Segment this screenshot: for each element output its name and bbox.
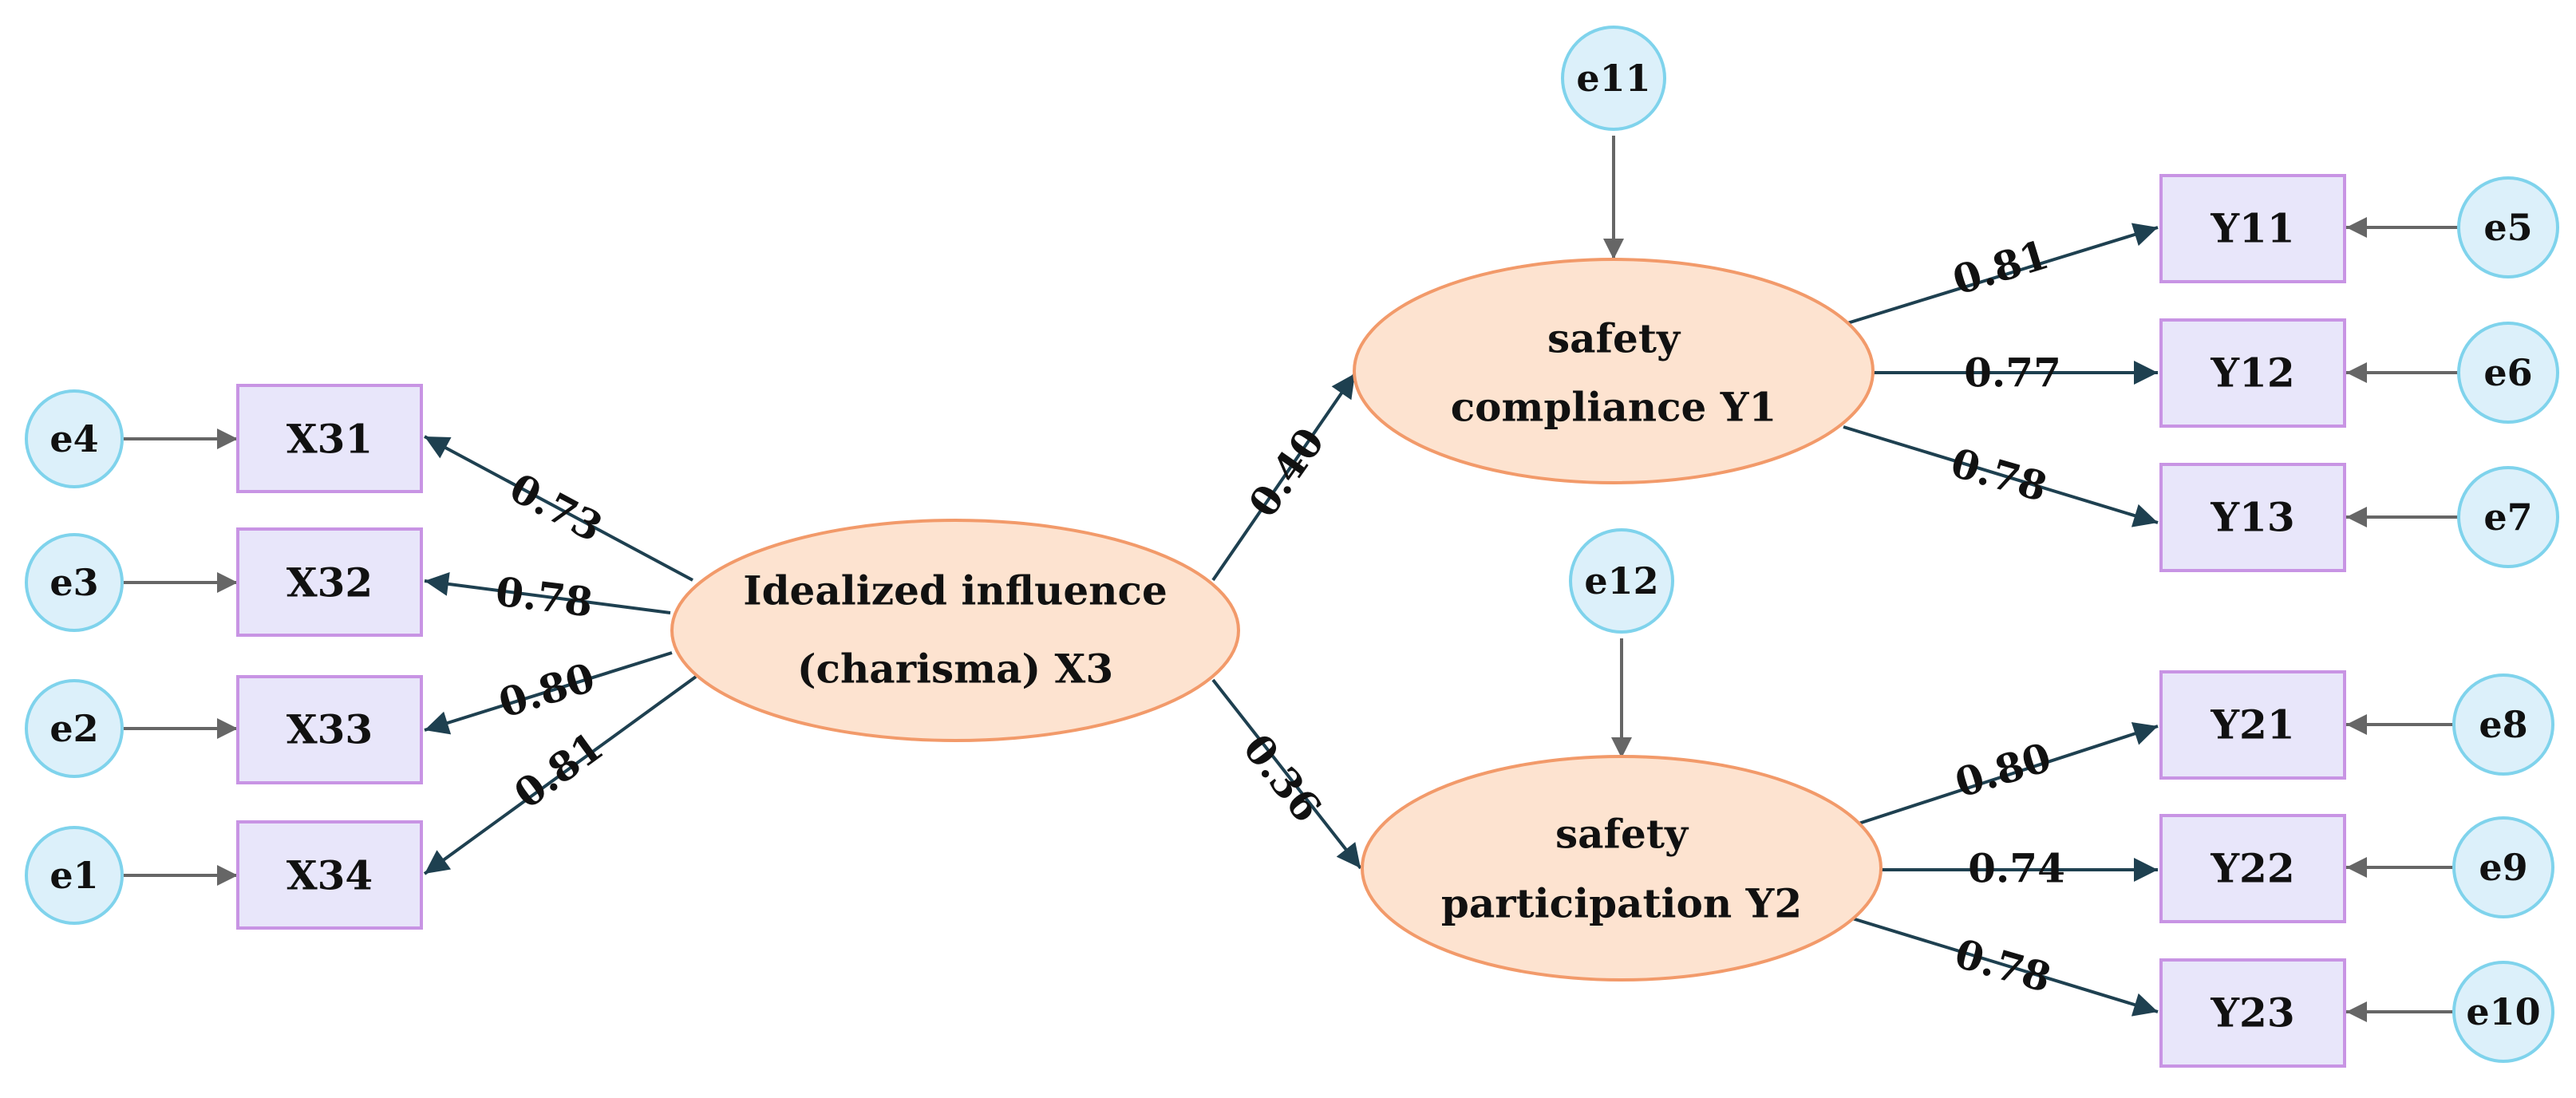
error-label-e11: e11 bbox=[1576, 57, 1650, 100]
indicator-box-y13: Y13 bbox=[2159, 463, 2346, 572]
error-node-e5: e5 bbox=[2457, 176, 2559, 278]
latent-label-y2-line2: participation Y2 bbox=[1441, 880, 1802, 927]
indicator-label-x31: X31 bbox=[286, 416, 373, 463]
coefficient-y2-y21: 0.80 bbox=[1950, 733, 2056, 807]
arrow-x3-x33 bbox=[424, 651, 673, 735]
indicator-label-y13: Y13 bbox=[2210, 494, 2294, 541]
indicator-box-y21: Y21 bbox=[2159, 670, 2346, 780]
indicator-box-y23: Y23 bbox=[2159, 958, 2346, 1068]
coefficient-x3-x33: 0.80 bbox=[493, 654, 600, 727]
error-node-e7: e7 bbox=[2457, 466, 2559, 568]
arrow-x3-y1 bbox=[1211, 372, 1357, 582]
latent-node-x3: Idealized influence (charisma) X3 bbox=[670, 519, 1240, 742]
error-node-e2: e2 bbox=[25, 679, 124, 778]
indicator-label-y23: Y23 bbox=[2210, 989, 2294, 1037]
indicator-label-x34: X34 bbox=[286, 852, 373, 899]
error-node-e1: e1 bbox=[25, 826, 124, 925]
coefficient-x3-y2: 0.36 bbox=[1234, 725, 1330, 831]
indicator-box-y12: Y12 bbox=[2159, 318, 2346, 428]
arrow-x3-x32 bbox=[424, 571, 671, 614]
arrow-y2-y23 bbox=[1849, 916, 2159, 1017]
coefficient-y1-y12: 0.77 bbox=[1964, 350, 2061, 397]
indicator-label-x32: X32 bbox=[286, 559, 373, 606]
error-label-e9: e9 bbox=[2479, 846, 2527, 889]
error-node-e9: e9 bbox=[2452, 816, 2554, 918]
indicator-label-y12: Y12 bbox=[2210, 350, 2294, 397]
indicator-box-y22: Y22 bbox=[2159, 814, 2346, 923]
error-node-e10: e10 bbox=[2452, 961, 2554, 1063]
error-node-e3: e3 bbox=[25, 533, 124, 632]
error-node-e12: e12 bbox=[1569, 528, 1674, 634]
arrow-x3-y2 bbox=[1211, 678, 1362, 870]
error-label-e7: e7 bbox=[2483, 496, 2532, 539]
error-label-e4: e4 bbox=[49, 417, 98, 460]
coefficient-y2-y23: 0.78 bbox=[1950, 930, 2056, 1001]
indicator-label-y22: Y22 bbox=[2210, 845, 2294, 892]
coefficient-x3-x31: 0.73 bbox=[502, 464, 610, 551]
latent-label-x3-line1: Idealized influence bbox=[743, 567, 1167, 614]
error-label-e2: e2 bbox=[49, 707, 98, 750]
error-label-e6: e6 bbox=[2483, 351, 2532, 394]
coefficient-y2-y22: 0.74 bbox=[1968, 845, 2065, 892]
arrow-y2-y21 bbox=[1851, 722, 2159, 827]
coefficient-y1-y11: 0.81 bbox=[1947, 231, 2054, 304]
error-node-e6: e6 bbox=[2457, 322, 2559, 424]
indicator-box-x31: X31 bbox=[236, 384, 423, 493]
latent-label-y2-line1: safety bbox=[1555, 811, 1689, 858]
error-label-e12: e12 bbox=[1584, 559, 1658, 602]
arrow-y1-y11 bbox=[1847, 223, 2159, 325]
coefficient-x3-x32: 0.78 bbox=[493, 567, 595, 626]
error-label-e8: e8 bbox=[2479, 703, 2527, 746]
arrow-x3-x34 bbox=[423, 675, 697, 875]
error-node-e4: e4 bbox=[25, 389, 124, 488]
error-label-e10: e10 bbox=[2466, 990, 2540, 1033]
latent-label-y1-line1: safety bbox=[1547, 315, 1681, 362]
indicator-box-x33: X33 bbox=[236, 675, 423, 784]
latent-node-y1: safety compliance Y1 bbox=[1353, 258, 1875, 484]
indicator-label-y11: Y11 bbox=[2210, 205, 2294, 252]
latent-node-y2: safety participation Y2 bbox=[1361, 755, 1883, 981]
error-label-e1: e1 bbox=[49, 854, 98, 897]
indicator-box-x34: X34 bbox=[236, 820, 423, 930]
arrow-x3-x31 bbox=[424, 435, 693, 582]
coefficient-x3-y1: 0.40 bbox=[1239, 419, 1333, 526]
latent-label-x3-line2: (charisma) X3 bbox=[797, 646, 1113, 693]
error-node-e8: e8 bbox=[2452, 673, 2554, 776]
error-node-e11: e11 bbox=[1561, 26, 1666, 131]
indicator-box-x32: X32 bbox=[236, 527, 423, 637]
error-label-e3: e3 bbox=[49, 561, 98, 604]
error-label-e5: e5 bbox=[2483, 206, 2532, 249]
indicator-label-y21: Y21 bbox=[2210, 701, 2294, 748]
coefficient-y1-y13: 0.78 bbox=[1946, 439, 2052, 511]
indicator-box-y11: Y11 bbox=[2159, 174, 2346, 283]
arrow-y1-y13 bbox=[1843, 425, 2159, 527]
indicator-label-x33: X33 bbox=[286, 706, 373, 753]
latent-label-y1-line2: compliance Y1 bbox=[1451, 384, 1777, 431]
